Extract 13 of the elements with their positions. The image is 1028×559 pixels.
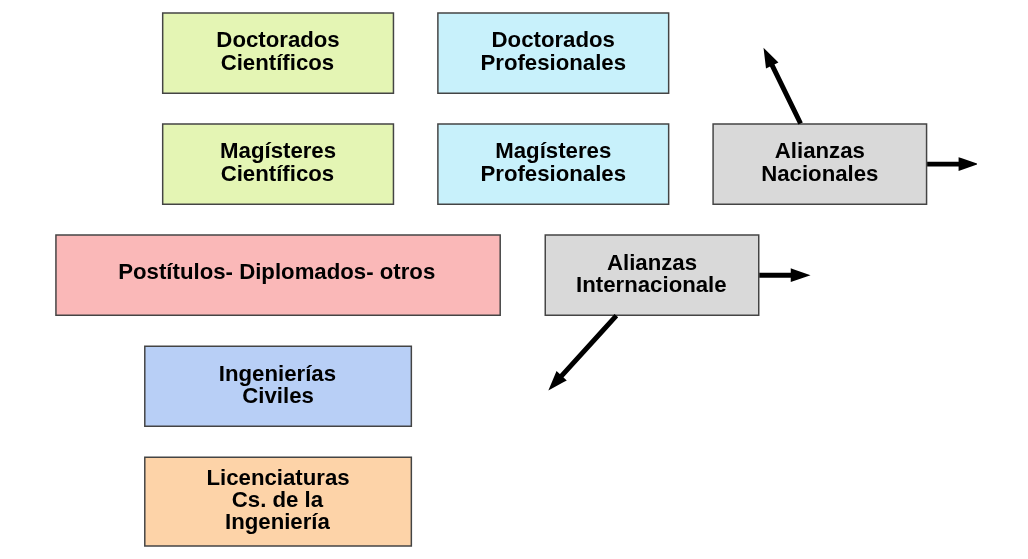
arrow xyxy=(927,157,977,172)
node-box: Alianzas Internacionale xyxy=(544,234,760,317)
node-box: Magísteres Científicos xyxy=(161,123,395,205)
arrow xyxy=(759,268,811,283)
node-box: Magísteres Profesionales xyxy=(437,123,670,205)
node-box: Alianzas Nacionales xyxy=(712,123,928,205)
arrow xyxy=(548,313,619,391)
node-box: Postítulos- Diplomados- otros xyxy=(55,234,501,317)
node-box: Ingenierías Civiles xyxy=(144,345,413,428)
node-box: Doctorados Científicos xyxy=(161,12,395,94)
arrow xyxy=(763,47,803,125)
node-box: Licenciaturas Cs. de la Ingeniería xyxy=(144,456,413,547)
node-box: Doctorados Profesionales xyxy=(437,12,670,94)
